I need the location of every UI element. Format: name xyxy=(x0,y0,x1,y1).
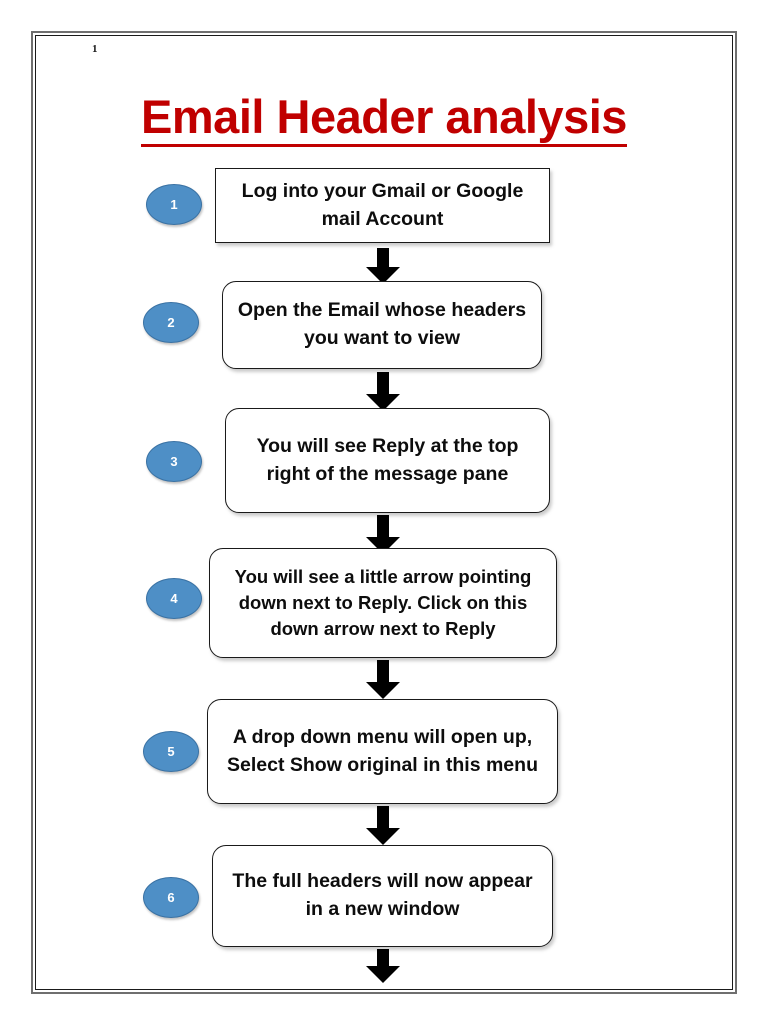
arrow-1-to-2-icon xyxy=(366,248,400,284)
step-box-6: The full headers will now appear in a ne… xyxy=(212,845,553,947)
step-box-1: Log into your Gmail or Google mail Accou… xyxy=(215,168,550,243)
step-box-5: A drop down menu will open up, Select Sh… xyxy=(207,699,558,804)
arrow-2-to-3-icon xyxy=(366,372,400,411)
step-badge-5: 5 xyxy=(143,731,199,772)
step-badge-1: 1 xyxy=(146,184,202,225)
arrow-5-to-6-icon xyxy=(366,806,400,845)
step-badge-3: 3 xyxy=(146,441,202,482)
arrow-4-to-5-icon xyxy=(366,660,400,699)
step-box-3: You will see Reply at the top right of t… xyxy=(225,408,550,513)
step-box-2: Open the Email whose headers you want to… xyxy=(222,281,542,369)
step-box-4: You will see a little arrow pointing dow… xyxy=(209,548,557,658)
page-title-text: Email Header analysis xyxy=(141,92,627,148)
arrow-6-to-next-page-icon xyxy=(366,949,400,987)
page-number: 1 xyxy=(92,43,98,55)
step-badge-6: 6 xyxy=(143,877,199,918)
page-title: Email Header analysis xyxy=(0,92,768,148)
step-badge-4: 4 xyxy=(146,578,202,619)
page-border-inner xyxy=(35,35,733,990)
step-badge-2: 2 xyxy=(143,302,199,343)
page-border-outer xyxy=(31,31,737,994)
